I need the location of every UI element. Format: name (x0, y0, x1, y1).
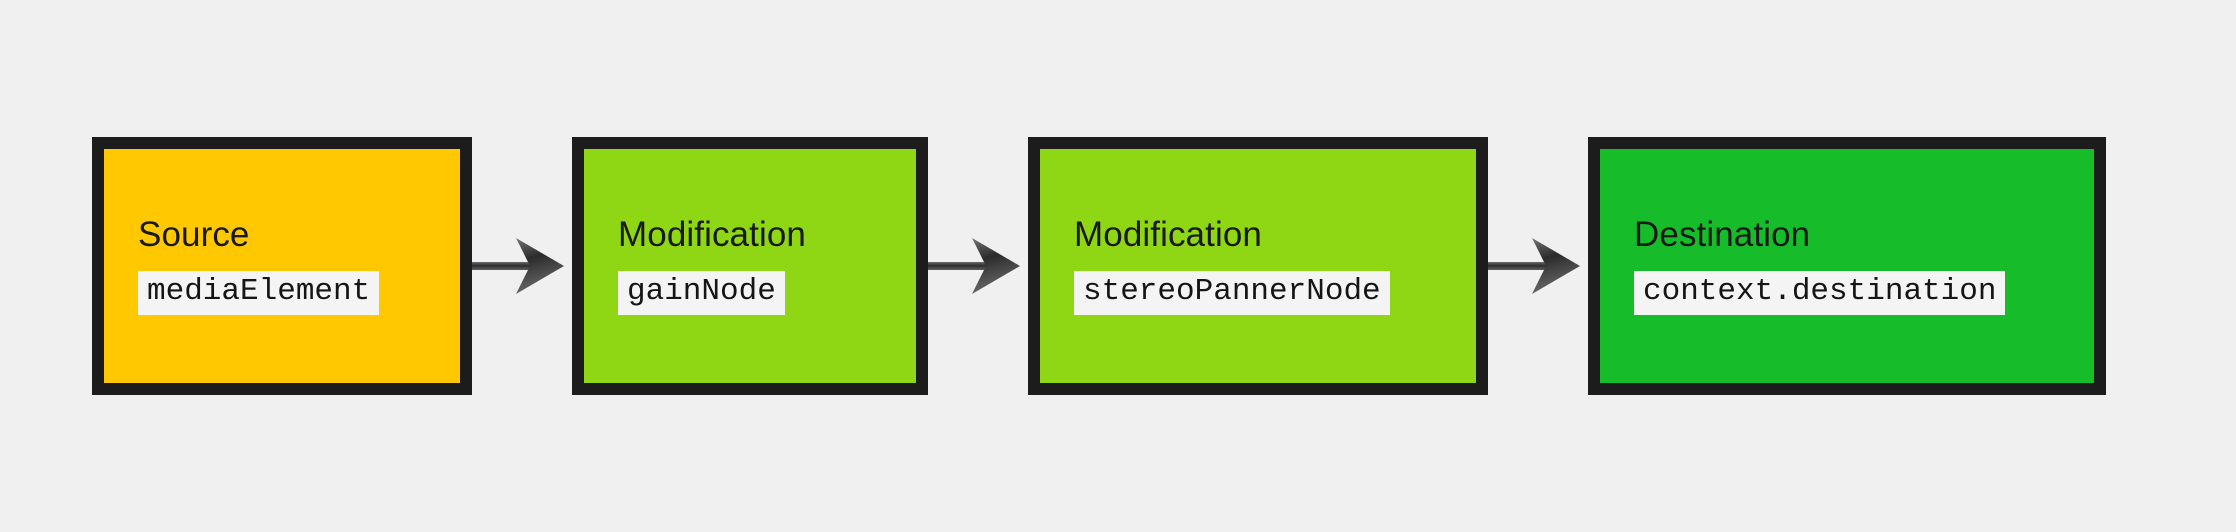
node-gain[interactable]: Modification gainNode (572, 137, 928, 395)
arrow-right-icon (1488, 238, 1580, 294)
node-source[interactable]: Source mediaElement (92, 137, 472, 395)
node-title: Modification (1074, 214, 1262, 254)
arrow-right-icon (928, 238, 1020, 294)
node-destination[interactable]: Destination context.destination (1588, 137, 2106, 395)
arrow-right-icon (472, 238, 564, 294)
connector-panner-to-destination (1488, 137, 1588, 395)
node-code-chip: mediaElement (138, 271, 380, 316)
connector-gain-to-panner (928, 137, 1028, 395)
node-panner[interactable]: Modification stereoPannerNode (1028, 137, 1488, 395)
node-code-chip: stereoPannerNode (1074, 271, 1390, 316)
node-code-chip: context.destination (1634, 271, 2006, 316)
node-title: Destination (1634, 214, 1811, 254)
node-title: Modification (618, 214, 806, 254)
node-title: Source (138, 214, 250, 254)
connector-source-to-gain (472, 137, 572, 395)
node-code-chip: gainNode (618, 271, 785, 316)
